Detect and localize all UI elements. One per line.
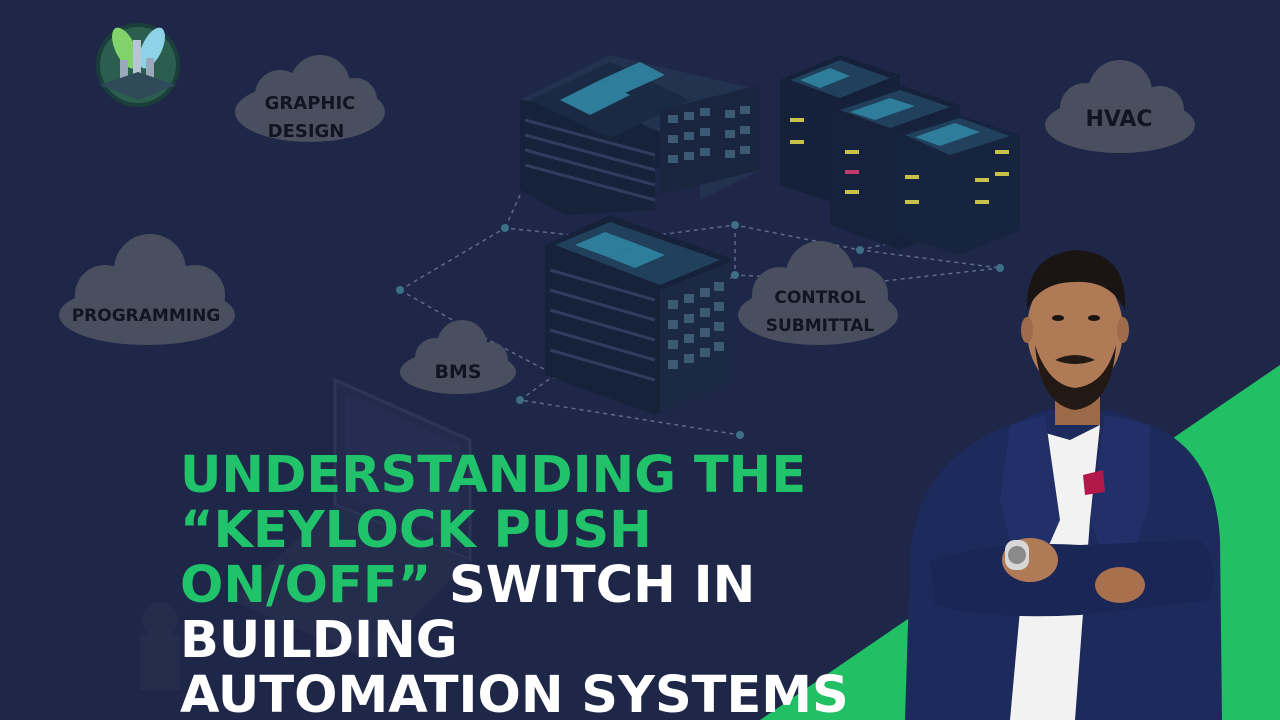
cloud-hvac [1045, 60, 1195, 153]
headline-line-3-green: ON/OFF” [180, 556, 432, 615]
headline-line-4: BUILDING [180, 611, 458, 670]
cloud-bms [400, 320, 516, 394]
presenter-photo [905, 250, 1222, 720]
cloud-label-graphic: GRAPHIC [265, 93, 356, 114]
headline-line-1: UNDERSTANDING THE [180, 446, 807, 505]
cloud-label-bms: BMS [434, 361, 481, 383]
headline: UNDERSTANDING THE “KEYLOCK PUSH ON/OFF” … [180, 448, 880, 720]
building-icon [520, 55, 760, 215]
cloud-label-programming: PROGRAMMING [72, 306, 221, 326]
cloud-label-submittal: SUBMITTAL [766, 316, 875, 336]
cloud-programming [59, 234, 235, 345]
building-icon [545, 215, 730, 415]
cloud-label-design: DESIGN [268, 121, 345, 142]
cloud-label-control: CONTROL [774, 288, 865, 308]
headline-line-3-white: SWITCH IN [431, 556, 756, 615]
building-icon [780, 55, 1020, 255]
cloud-graphic-design [235, 55, 385, 142]
city-logo-icon [96, 23, 180, 107]
cloud-control-submittal [738, 241, 898, 345]
headline-line-2: “KEYLOCK PUSH [180, 501, 652, 560]
laptop-icon [140, 377, 472, 690]
headline-line-5: AUTOMATION SYSTEMS [180, 666, 849, 720]
cloud-label-hvac: HVAC [1085, 107, 1152, 132]
